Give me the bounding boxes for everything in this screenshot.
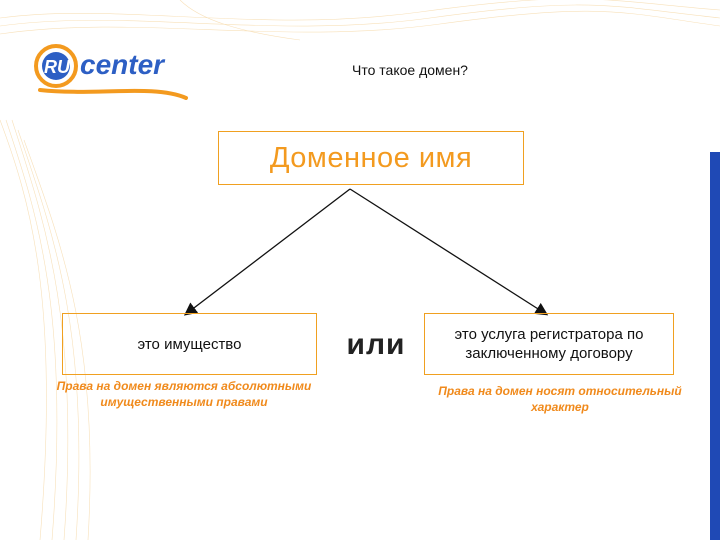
rucenter-logo: RU center <box>34 44 188 100</box>
arrow-right <box>349 188 549 316</box>
arrow-left <box>183 188 351 316</box>
service-note: Права на домен носят относительный харак… <box>438 384 682 414</box>
logo-mark: RU <box>44 57 71 77</box>
slide-title: Что такое домен? <box>352 62 468 78</box>
service-label: это услуга регистратора по заключенному … <box>454 325 644 363</box>
service-box: это услуга регистратора по заключенному … <box>424 313 674 375</box>
logo-text: center <box>80 49 166 80</box>
domain-name-label: Доменное имя <box>269 141 473 174</box>
property-box: это имущество <box>62 313 317 375</box>
property-note: Права на домен являются абсолютными имущ… <box>56 379 312 409</box>
property-label: это имущество <box>137 335 242 353</box>
or-connector: или <box>346 328 406 361</box>
domain-name-box: Доменное имя <box>218 131 524 185</box>
brand-side-bar <box>710 152 720 540</box>
